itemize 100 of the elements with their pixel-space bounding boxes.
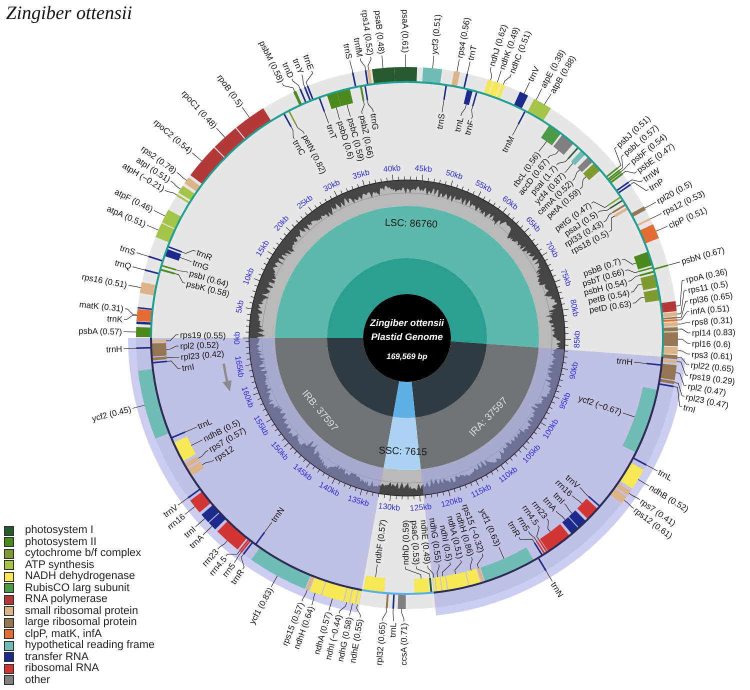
gene-block [202, 504, 220, 522]
leader-line [146, 224, 159, 230]
leader-line [164, 190, 178, 196]
leader-line [302, 74, 306, 88]
leader-line [512, 124, 519, 136]
scale-label: 160kb [240, 385, 256, 409]
gene-block [236, 108, 272, 140]
gene-block [632, 457, 647, 466]
gene-block [577, 498, 598, 520]
leader-line [528, 531, 537, 542]
gene-block [489, 81, 500, 98]
gene-block [472, 92, 478, 106]
gene-block [639, 224, 659, 244]
leader-line [216, 128, 226, 138]
scale-label: 10kb [241, 266, 256, 286]
gene-block [578, 157, 593, 172]
gene-block [187, 462, 204, 476]
gene-block [306, 576, 314, 591]
gene-label: trnQ [114, 257, 132, 272]
leader-line [496, 70, 502, 83]
gene-label: trnM [500, 134, 516, 154]
gene-label: ycf3 (0.51) [429, 14, 443, 55]
scale-label: 140kb [317, 480, 341, 498]
leader-line [622, 170, 637, 174]
gene-block [538, 557, 547, 572]
gene-block [352, 72, 356, 88]
gene-block [644, 289, 660, 303]
gene-block [344, 587, 352, 603]
gene-label: trnI [682, 402, 697, 415]
leader-line [622, 412, 635, 418]
leader-line [166, 360, 181, 369]
gene-block [422, 67, 442, 84]
leader-line [401, 608, 404, 622]
leader-line [346, 104, 351, 117]
gene-block [144, 269, 160, 274]
gene-block [356, 589, 362, 605]
leader-line [182, 250, 196, 254]
leader-line [503, 74, 512, 85]
gene-block [138, 368, 170, 439]
scale-label: 165kb [233, 355, 246, 378]
leader-line [580, 487, 589, 497]
gene-block [610, 200, 624, 209]
gene-block [540, 524, 570, 552]
gene-block [608, 196, 622, 206]
leader-line [442, 100, 444, 112]
gene-block [336, 88, 354, 106]
leader-line [202, 526, 212, 536]
gene-block [255, 532, 266, 545]
gene-label: trnE [301, 53, 316, 72]
gene-label: trnH [616, 355, 634, 368]
gene-block [161, 264, 176, 270]
gene-block [583, 163, 600, 180]
gene-label: matK (0.31) [78, 299, 124, 314]
leader-line [324, 111, 329, 124]
gene-label: trnK [106, 313, 123, 324]
leader-line [184, 426, 197, 432]
gene-block [176, 194, 190, 204]
gene-block [184, 456, 200, 468]
scale-label: 120kb [440, 494, 464, 510]
leader-line [124, 308, 138, 316]
leader-line [524, 82, 530, 94]
legend-label: other [25, 674, 50, 686]
gene-block [464, 89, 473, 106]
gene-label: trnS [341, 42, 354, 60]
gene-block [620, 462, 644, 489]
gene-block [326, 92, 341, 110]
leader-line [646, 464, 658, 472]
leader-line [132, 404, 145, 409]
gene-block [251, 548, 311, 590]
leader-line [644, 202, 656, 208]
gene-label: trnV [526, 64, 542, 84]
gene-label: rps3 (0.61) [691, 349, 733, 362]
leader-line [195, 518, 206, 528]
leader-line [518, 536, 535, 543]
gene-block [466, 568, 481, 586]
leader-line [456, 59, 460, 72]
legend-label: ATP synthesis [25, 560, 94, 571]
gene-label: trnL [196, 416, 214, 432]
legend-label: large ribosomal protein [25, 617, 137, 628]
gene-block [190, 148, 225, 184]
gene-label: psaC (0.53) [410, 520, 422, 565]
gene-block [562, 517, 578, 534]
gene-block [610, 488, 626, 504]
diagram-title: Zingiber ottensii [6, 3, 132, 25]
leader-line [176, 172, 187, 181]
gene-block [160, 268, 175, 274]
gene-block [463, 74, 468, 89]
leader-line [678, 338, 691, 344]
leader-line [536, 525, 540, 540]
gene-block [363, 575, 386, 593]
leader-line [544, 94, 552, 105]
genome-name: Zingiber ottensii Plastid Genome [370, 318, 444, 343]
legend-label: photosystem I [25, 525, 94, 536]
leader-line [677, 322, 690, 324]
leader-line [628, 492, 640, 500]
gene-block [304, 86, 312, 102]
leader-line [128, 284, 142, 288]
legend-label: small ribosomal protein [25, 606, 138, 617]
gene-block [568, 147, 579, 160]
gene-block [156, 223, 176, 243]
